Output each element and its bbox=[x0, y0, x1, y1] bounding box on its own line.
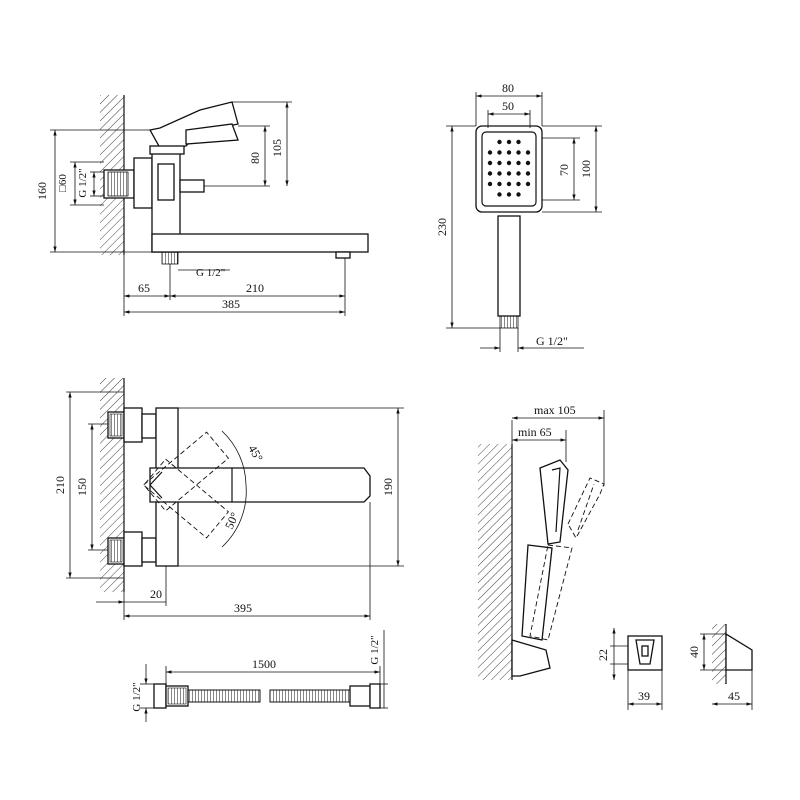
dim-bracket-39: 39 bbox=[638, 689, 650, 703]
hose-body-left bbox=[187, 689, 261, 703]
shower-min-position bbox=[521, 459, 569, 641]
dim-shower-100: 100 bbox=[579, 160, 593, 178]
dim-side-80: 80 bbox=[248, 152, 262, 164]
spout-top bbox=[149, 467, 371, 503]
nozzle-dot bbox=[497, 192, 502, 197]
dim-side-square-60: □60 bbox=[57, 174, 69, 192]
bracket-side bbox=[725, 632, 753, 671]
dim-side-105: 105 bbox=[270, 139, 284, 157]
nozzle-dot bbox=[506, 192, 512, 197]
nozzle-dot bbox=[516, 171, 521, 176]
hand-shower-view: 80 50 70 100 230 G 1/2" bbox=[435, 81, 602, 352]
wall-flange bbox=[133, 157, 153, 209]
dim-side-385: 385 bbox=[222, 297, 240, 311]
nozzle-dot bbox=[516, 160, 521, 166]
dim-bracket-40: 40 bbox=[687, 646, 701, 658]
nozzle-dot bbox=[497, 150, 502, 155]
dim-hose-thread-left: G 1/2" bbox=[131, 682, 143, 711]
nozzle-dot bbox=[525, 160, 531, 166]
dim-shower-230: 230 bbox=[435, 218, 449, 236]
dim-shower-70: 70 bbox=[557, 164, 571, 176]
dim-side-210: 210 bbox=[246, 281, 264, 295]
nozzle-dot bbox=[506, 160, 512, 166]
dim-top-45deg: 45° bbox=[245, 443, 266, 465]
dim-top-395: 395 bbox=[234, 601, 252, 615]
dim-hose-thread-right: G 1/2" bbox=[369, 635, 381, 664]
wall-hatch-bracket bbox=[712, 624, 726, 684]
dim-top-210: 210 bbox=[53, 476, 67, 494]
nozzle-dot bbox=[497, 181, 502, 187]
nozzle-dot bbox=[516, 150, 521, 155]
nozzle-dot bbox=[497, 171, 502, 176]
nozzle-dot bbox=[506, 171, 512, 176]
nozzle-dot bbox=[525, 150, 531, 155]
nozzle-dot bbox=[487, 160, 493, 166]
nozzle-dot bbox=[525, 171, 531, 176]
spout bbox=[151, 233, 369, 253]
nozzle-dot bbox=[487, 150, 493, 155]
dim-shower-thread: G 1/2" bbox=[536, 334, 568, 348]
nozzle-dot bbox=[506, 150, 512, 155]
nozzle-dot bbox=[516, 181, 521, 187]
dim-shower-50: 50 bbox=[502, 99, 514, 113]
side-view: 160 □60 G 1/2" 80 105 G 1/2" 65 210 385 bbox=[35, 95, 369, 316]
dim-side-thread-bottom: G 1/2" bbox=[196, 267, 225, 279]
holder-bracket bbox=[511, 639, 551, 677]
nozzle-dot bbox=[525, 181, 531, 187]
dim-holder-max: max 105 bbox=[534, 403, 576, 417]
nozzle-dot bbox=[487, 171, 493, 176]
nozzle-dot bbox=[506, 181, 512, 187]
nozzle-grid bbox=[487, 139, 531, 197]
dim-side-65: 65 bbox=[138, 281, 150, 295]
nozzle-dot bbox=[506, 139, 512, 145]
dim-top-190: 190 bbox=[381, 478, 395, 496]
dim-top-20: 20 bbox=[150, 587, 162, 601]
nozzle-dot bbox=[497, 139, 502, 145]
hose-right-nut bbox=[349, 685, 371, 707]
top-view: 45° 50° 210 150 190 20 395 bbox=[53, 378, 404, 620]
nozzle-dot bbox=[487, 181, 493, 187]
hose-view: 1500 G 1/2" G 1/2" bbox=[131, 630, 388, 722]
handle-positions bbox=[143, 431, 233, 539]
shower-handle bbox=[497, 215, 521, 317]
shower-max-position bbox=[529, 477, 605, 641]
wall-hatch-holder bbox=[478, 444, 512, 680]
shower-head bbox=[475, 125, 543, 213]
nozzle-dot bbox=[497, 160, 502, 166]
nozzle-dot bbox=[516, 139, 521, 145]
dim-shower-80: 80 bbox=[502, 81, 514, 95]
dim-side-thread-left: G 1/2" bbox=[77, 168, 89, 197]
dim-top-150: 150 bbox=[75, 478, 89, 496]
dim-top-50deg: 50° bbox=[222, 510, 242, 531]
dim-hose-1500: 1500 bbox=[252, 657, 276, 671]
dim-bracket-22: 22 bbox=[596, 649, 610, 661]
dim-side-160: 160 bbox=[35, 182, 49, 200]
nozzle-dot bbox=[516, 192, 521, 197]
dim-holder-min: min 65 bbox=[518, 425, 552, 439]
holder-view: max 105 min 65 bbox=[478, 403, 605, 680]
hose-body-right bbox=[269, 689, 351, 703]
bracket-view: 22 39 40 45 bbox=[596, 624, 753, 710]
dim-bracket-45: 45 bbox=[728, 689, 740, 703]
